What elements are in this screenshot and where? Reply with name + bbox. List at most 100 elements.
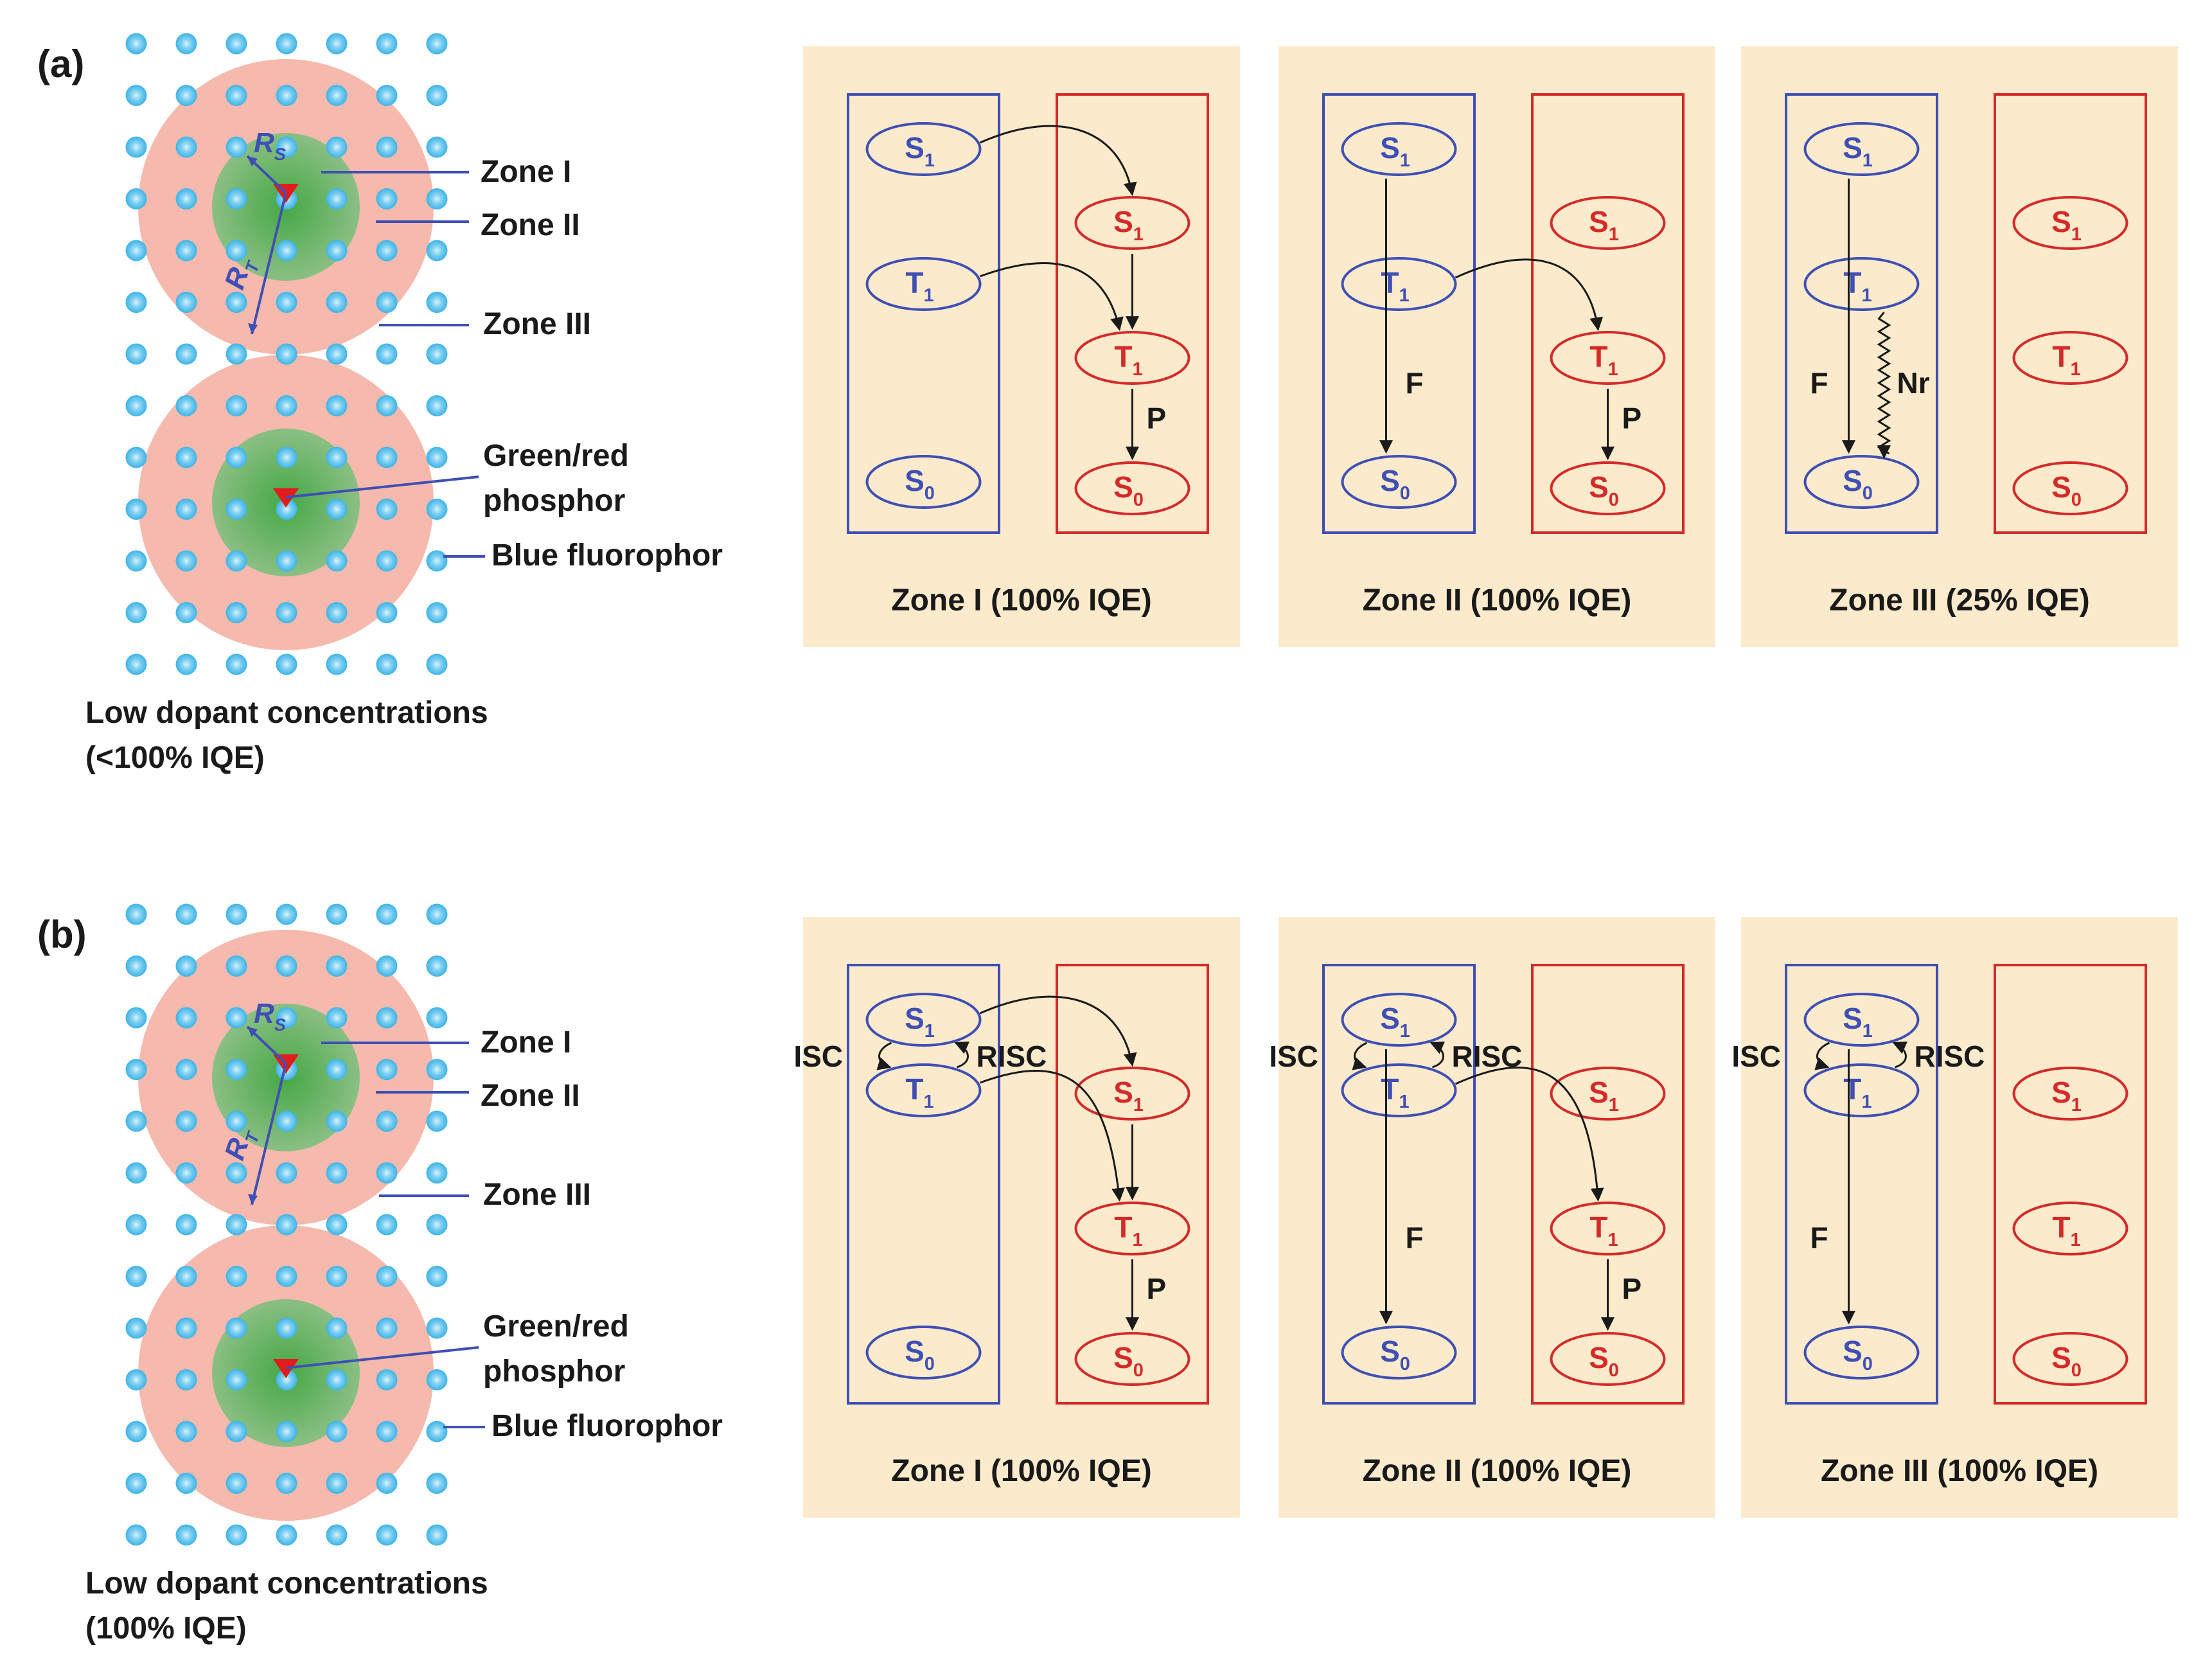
- donor-s1-state-ellipse: [865, 993, 982, 1047]
- nonradiative-wavy-line: [1877, 312, 1891, 455]
- blue-fluorophor-dot-icon: [226, 85, 247, 106]
- blue-fluorophor-dot-icon: [125, 1473, 147, 1494]
- blue-fluorophor-dot-icon: [125, 1524, 147, 1546]
- panel-background: [1279, 46, 1715, 647]
- blue-fluorophor-dot-icon: [426, 1266, 448, 1287]
- acceptor-s1-state-label-subscript: 1: [2071, 1095, 2082, 1115]
- donor-box: [847, 93, 1000, 534]
- blue-fluorophor-dot-icon: [175, 188, 197, 209]
- phosphor-leader-line: [285, 475, 479, 499]
- acceptor-s1-state-label-base: S: [1113, 205, 1133, 238]
- acceptor-s0-state-label: S0: [1113, 470, 1144, 510]
- donor-s0-state-label: S0: [1380, 464, 1410, 504]
- blue-fluorophor-dot-icon: [175, 1007, 197, 1029]
- blue-fluorophor-dot-icon: [376, 955, 398, 977]
- blue-fluorophor-dot-icon: [326, 1369, 348, 1390]
- blue-fluorophor-dot-icon: [125, 955, 147, 977]
- blue-fluorophor-dot-icon: [326, 343, 348, 365]
- fluorescence-label: F: [1810, 366, 1828, 400]
- blue-fluorophor-dot-icon: [326, 499, 348, 520]
- triplet-transfer-arrow: [979, 262, 1124, 332]
- acceptor-t1-state-ellipse: [1550, 331, 1666, 385]
- acceptor-s0-state-ellipse: [1550, 461, 1666, 515]
- acceptor-s0-state-label-subscript: 0: [1133, 490, 1144, 510]
- acceptor-s1-state-label-subscript: 1: [1133, 224, 1144, 245]
- donor-s1-state-label-base: S: [1843, 131, 1863, 164]
- panel-background: [803, 917, 1240, 1518]
- zone1-label: Zone I: [481, 155, 571, 189]
- donor-s0-state-label: S0: [905, 1335, 935, 1374]
- acceptor-s0-state-label-subscript: 0: [1133, 1360, 1144, 1381]
- acceptor-t1-state-label: T1: [1589, 340, 1618, 380]
- blue-fluorophor-dot-icon: [175, 1369, 197, 1390]
- blue-fluorophor-dot-icon: [376, 1059, 398, 1080]
- donor-t1-state-label-subscript: 1: [1399, 1092, 1409, 1112]
- acceptor-s1-state-label-subscript: 1: [1609, 224, 1619, 245]
- donor-t1-state-label-subscript: 1: [1861, 1092, 1871, 1112]
- donor-t1-state-label-base: T: [1843, 266, 1861, 299]
- acceptor-s0-state-label: S0: [2051, 1341, 2082, 1381]
- blue-fluorophor-dot-icon: [175, 240, 197, 262]
- donor-s0-state-label-base: S: [905, 464, 925, 497]
- donor-s1-state-ellipse: [1341, 122, 1457, 176]
- acceptor-s1-state-label-subscript: 1: [2071, 224, 2082, 245]
- blue-fluorophor-dot-icon: [326, 33, 348, 55]
- blue-fluorophor-dot-icon: [376, 1266, 398, 1287]
- blue-fluorophor-dot-icon: [376, 33, 398, 55]
- acceptor-t1-state-ellipse: [1074, 331, 1190, 385]
- donor-t1-state-ellipse: [1803, 257, 1920, 311]
- acceptor-box: [1531, 964, 1685, 1405]
- acceptor-t1-state-label-subscript: 1: [1132, 1230, 1142, 1250]
- blue-fluorophor-dot-icon: [376, 1007, 398, 1029]
- donor-s0-state-ellipse: [1341, 455, 1457, 509]
- blue-fluorophor-dot-icon: [426, 602, 448, 623]
- acceptor-t1-state-ellipse: [1550, 1202, 1666, 1255]
- blue-fluorophor-dot-icon: [226, 550, 247, 572]
- acceptor-s1-state-label-subscript: 1: [1133, 1095, 1144, 1115]
- fluorophor-dot-grid: [125, 903, 448, 1546]
- donor-s1-state-label: S1: [1380, 1002, 1410, 1042]
- acceptor-t1-state-label-base: T: [2052, 1211, 2070, 1244]
- triplet-transfer-arrow: [1455, 258, 1604, 332]
- donor-t1-state-label-subscript: 1: [1861, 285, 1871, 306]
- acceptor-s1-state-label: S1: [1589, 1076, 1619, 1115]
- blue-fluorophor-dot-icon: [326, 85, 348, 106]
- blue-fluorophor-dot-icon: [376, 550, 398, 572]
- panel-background: [803, 46, 1240, 647]
- blue-fluorophor-dot-icon: [426, 85, 448, 106]
- blue-fluorophor-dot-icon: [125, 1421, 147, 1442]
- blue-fluorophor-dot-icon: [175, 653, 197, 675]
- blue-fluorophor-dot-icon: [276, 1110, 297, 1132]
- blue-fluorophor-dot-icon: [175, 499, 197, 520]
- blue-fluorophor-dot-icon: [326, 653, 348, 675]
- acceptor-s0-state-label: S0: [1589, 1341, 1619, 1381]
- concentration-caption-line2: (100% IQE): [85, 1611, 247, 1646]
- acceptor-s0-state-label-base: S: [2051, 1341, 2071, 1374]
- blue-fluorophor-dot-icon: [276, 499, 297, 520]
- blue-fluorophor-dot-icon: [125, 1007, 147, 1029]
- blue-fluorophor-dot-icon: [426, 1162, 448, 1184]
- blue-fluorophor-dot-icon: [426, 33, 448, 55]
- donor-s1-state-label: S1: [905, 131, 935, 171]
- blue-fluorophor-dot-icon: [175, 602, 197, 623]
- blue-fluorophor-dot-icon: [376, 447, 398, 468]
- blue-fluorophor-dot-icon: [326, 1266, 348, 1287]
- blue-fluorophor-dot-icon: [426, 343, 448, 365]
- acceptor-t1-state-ellipse: [1074, 1202, 1190, 1255]
- donor-box: [847, 964, 1000, 1405]
- blue-fluorophor-dot-icon: [426, 1524, 448, 1546]
- concentration-caption-line1: Low dopant concentrations: [85, 696, 488, 730]
- blue-fluorophor-dot-icon: [326, 447, 348, 468]
- blue-fluorophor-dot-icon: [376, 1524, 398, 1546]
- acceptor-t1-state-label-subscript: 1: [2070, 359, 2080, 380]
- acceptor-box: [1056, 964, 1209, 1405]
- blue-fluorophor-dot-icon: [276, 1369, 297, 1390]
- blue-fluorophor-dot-icon: [226, 903, 247, 925]
- donor-s1-state-label-subscript: 1: [925, 1021, 935, 1042]
- blue-fluorophor-dot-icon: [175, 343, 197, 365]
- blue-fluorophor-dot-icon: [226, 395, 247, 416]
- blue-fluorophor-dot-icon: [125, 903, 147, 925]
